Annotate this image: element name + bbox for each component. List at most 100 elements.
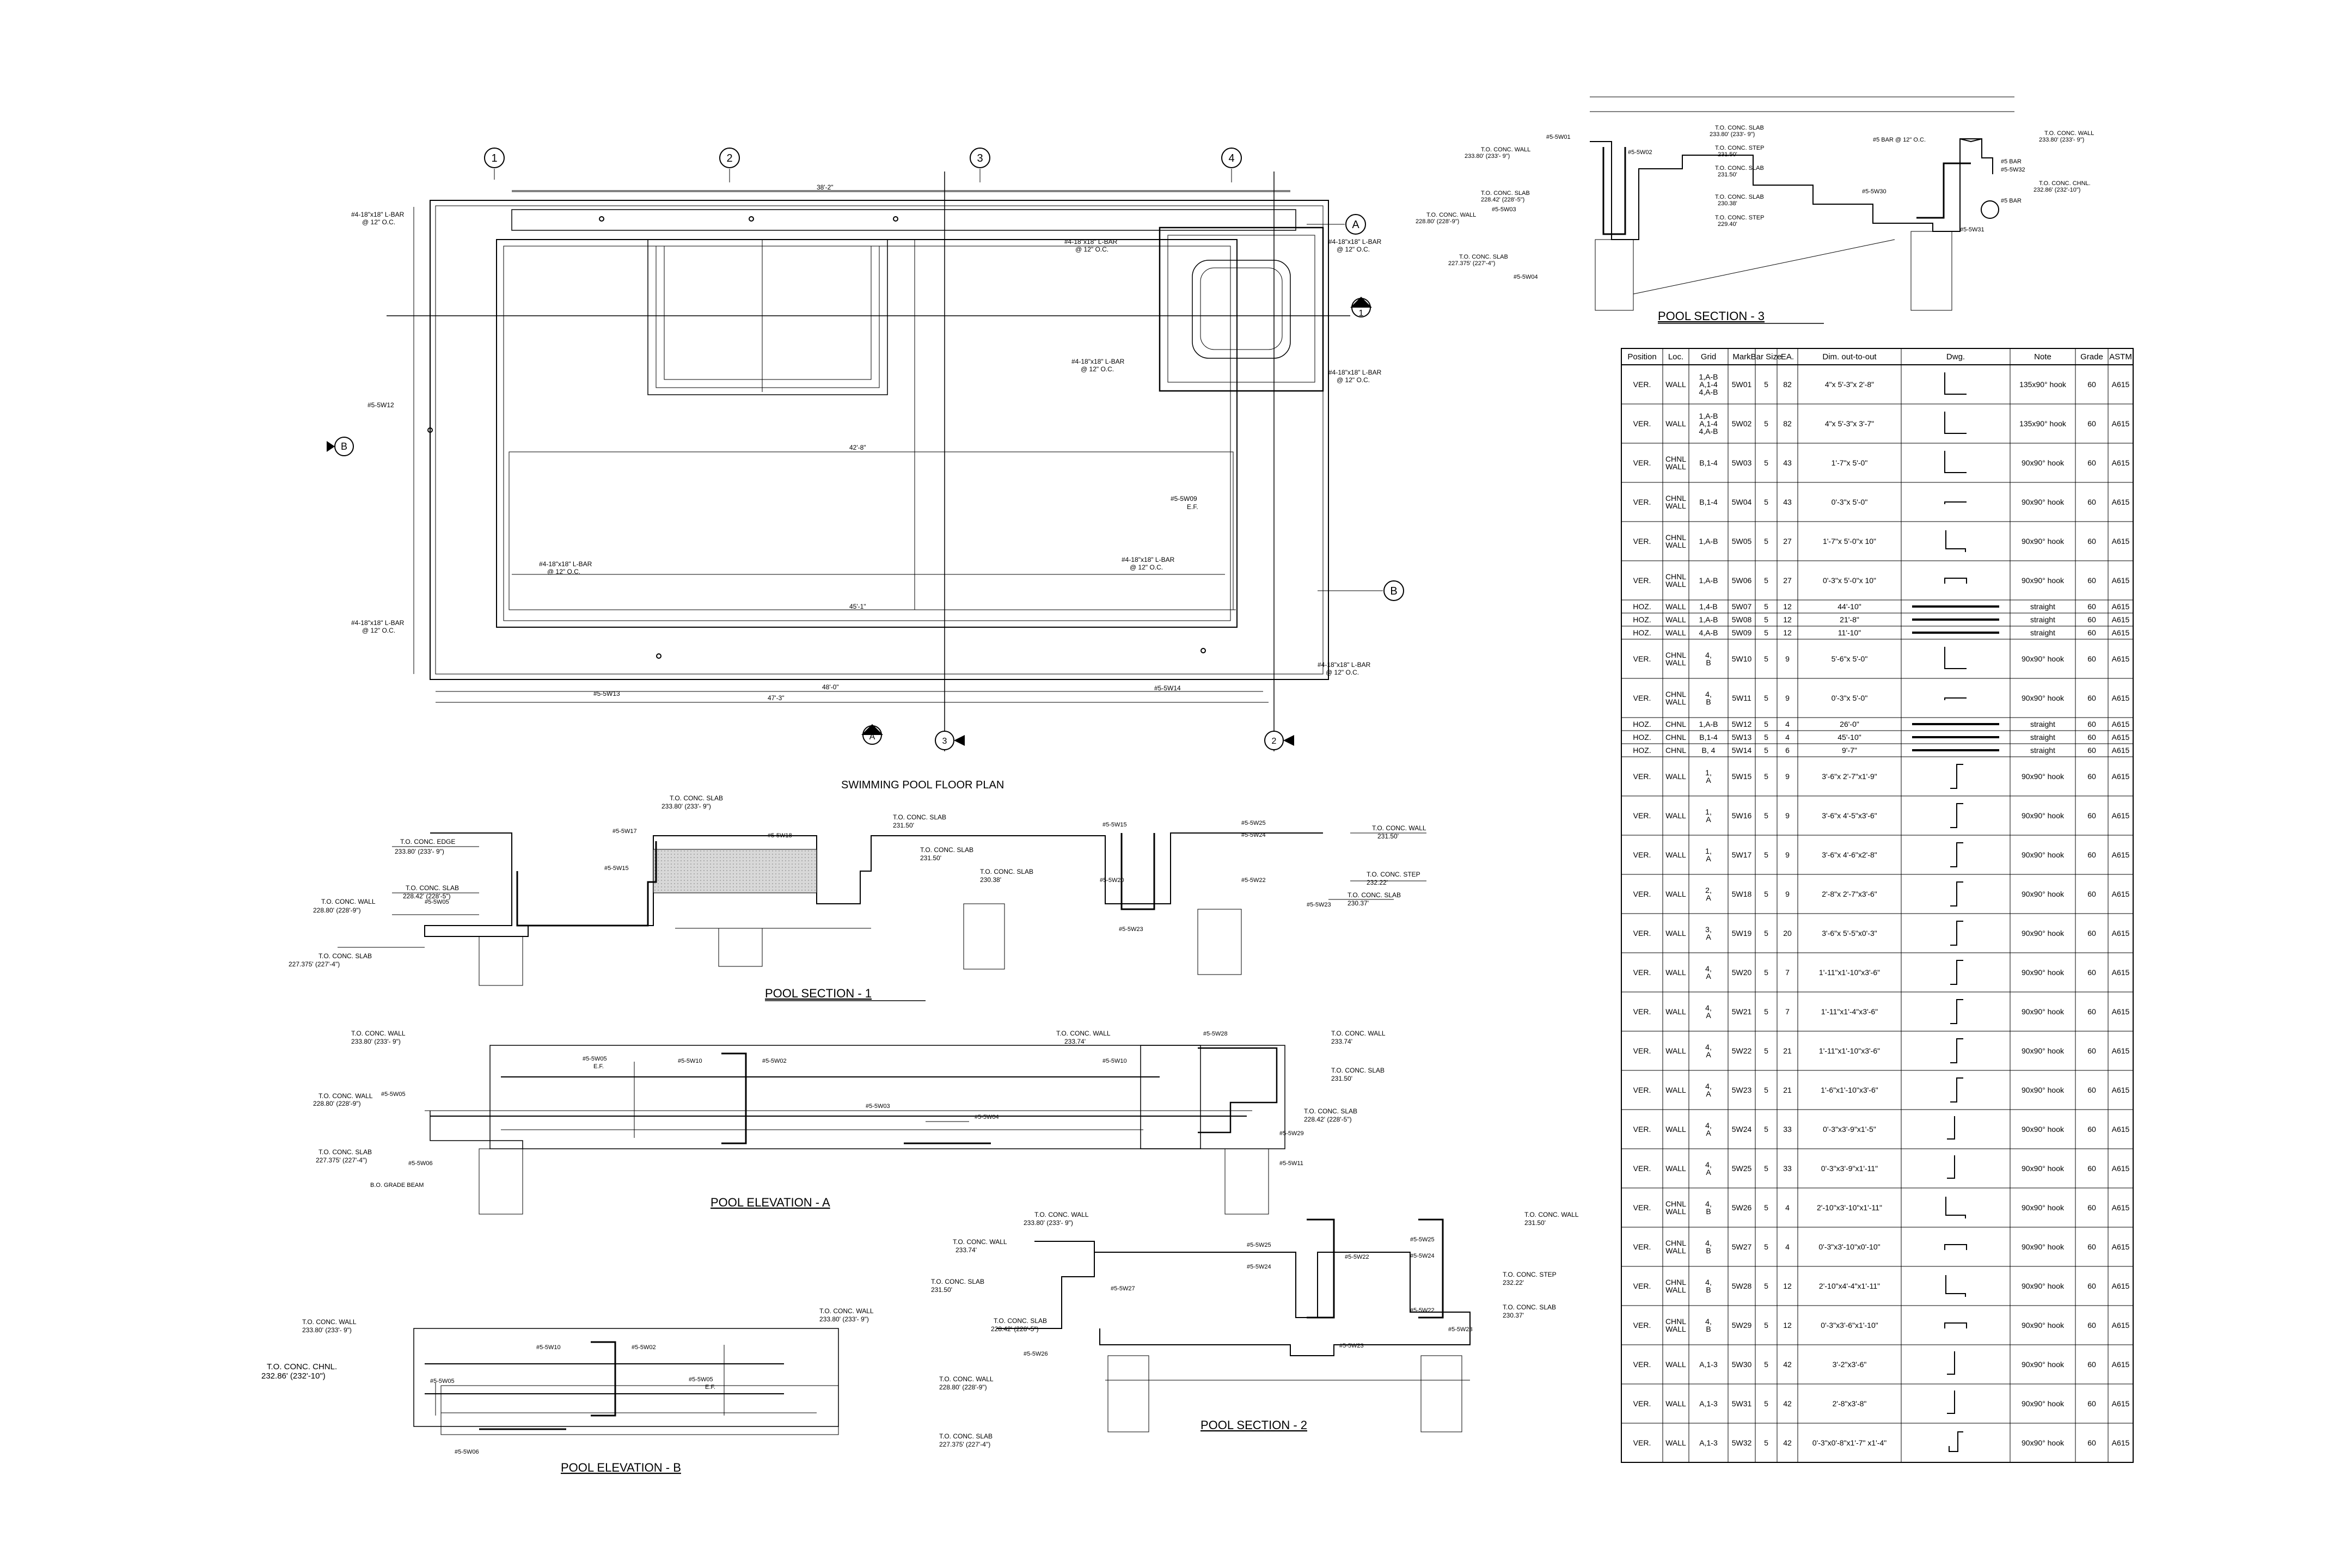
grid-bubble-a[interactable]: A xyxy=(1345,214,1366,235)
table-cell: A615 xyxy=(2112,458,2130,467)
table-cell: 90x90° hook xyxy=(2022,811,2065,820)
section-marker-2[interactable]: 2 xyxy=(1264,731,1294,750)
grid-bubble-b[interactable]: B xyxy=(1383,580,1404,601)
elev-label: T.O. CONC. WALL xyxy=(819,1307,874,1315)
table-cell: WALL xyxy=(1665,929,1686,938)
table-cell: 1'-7"x 5'-0" xyxy=(1832,458,1868,467)
elev-value: 232.86' (232'-10") xyxy=(2033,187,2080,193)
table-cell: 4,A-B xyxy=(1699,427,1718,436)
section-marker-a[interactable]: A xyxy=(861,724,883,745)
table-cell: A615 xyxy=(2112,772,2130,781)
elev-value: 227.375' (227'-4") xyxy=(1448,260,1495,267)
table-cell: 0'-3"x3'-9"x1'-5" xyxy=(1823,1125,1876,1134)
table-header-cell: Position xyxy=(1627,352,1656,362)
table-cell: A615 xyxy=(2112,498,2130,506)
table-cell: HOZ. xyxy=(1633,602,1651,611)
table-cell: 5W21 xyxy=(1732,1007,1752,1016)
elev-label: T.O. CONC. WALL xyxy=(1034,1211,1089,1218)
table-cell: HOZ. xyxy=(1633,720,1651,728)
grid-bubble-4[interactable]: 4 xyxy=(1221,148,1242,168)
grid-bubble-3[interactable]: 3 xyxy=(970,148,990,168)
grid-label: 3 xyxy=(977,152,983,164)
elev-value: 233.80' (233'- 9") xyxy=(1465,153,1510,160)
table-cell: 90x90° hook xyxy=(2022,537,2065,546)
table-cell: A615 xyxy=(2112,1164,2130,1173)
table-cell: 12 xyxy=(1783,1282,1792,1290)
table-cell: 5 xyxy=(1764,720,1768,728)
table-cell: 0'-3"x 5'-0"x 10" xyxy=(1823,576,1876,585)
lbar-note: #4-18"x18" L-BAR xyxy=(351,211,405,218)
table-cell: 2'-10"x3'-10"x1'-11" xyxy=(1817,1203,1882,1212)
table-header-cell: Loc. xyxy=(1668,352,1683,362)
table-cell: A615 xyxy=(2112,1321,2130,1330)
table-cell: A615 xyxy=(2112,850,2130,859)
table-cell: 5 xyxy=(1764,746,1768,755)
table-cell: 90x90° hook xyxy=(2022,850,2065,859)
table-cell: A615 xyxy=(2112,811,2130,820)
table-cell: CHNL xyxy=(1665,1239,1686,1247)
table-cell: straight xyxy=(2030,720,2055,728)
bar-shape-icon xyxy=(1944,372,1967,395)
elev-label: T.O. CONC. CHNL. xyxy=(2039,180,2091,187)
elev-label: T.O. CONC. WALL xyxy=(939,1375,994,1383)
lbar-spacing: @ 12" O.C. xyxy=(362,627,395,634)
table-cell: A615 xyxy=(2112,628,2130,637)
table-cell: 4, xyxy=(1705,651,1712,659)
table-cell: A615 xyxy=(2112,537,2130,546)
table-cell: 45'-10" xyxy=(1837,733,1861,742)
table-cell: 60 xyxy=(2087,1125,2096,1134)
table-cell: WALL xyxy=(1665,1438,1686,1447)
table-cell: WALL xyxy=(1665,1325,1686,1333)
table-cell: 5 xyxy=(1764,498,1768,506)
bar-tag: #5-5W24 xyxy=(1241,832,1266,838)
table-cell: WALL xyxy=(1665,1360,1686,1369)
elev-value: 228.42' (228'-5") xyxy=(1481,197,1524,203)
table-cell: 4, xyxy=(1705,1278,1712,1287)
table-cell: 90x90° hook xyxy=(2022,1360,2065,1369)
table-cell: 1'-11"x1'-10"x3'-6" xyxy=(1819,968,1880,977)
table-cell: VER. xyxy=(1633,890,1651,898)
elev-label: T.O. CONC. SLAB xyxy=(1331,1067,1385,1074)
table-cell: 4, xyxy=(1705,1160,1712,1169)
table-cell: VER. xyxy=(1633,1046,1651,1055)
bar-shape-icon xyxy=(1944,1322,1967,1328)
grid-bubble-2[interactable]: 2 xyxy=(719,148,740,168)
table-cell: 5W25 xyxy=(1732,1164,1752,1173)
table-cell: 27 xyxy=(1783,537,1792,546)
table-cell: 5W27 xyxy=(1732,1242,1752,1251)
bar-tag: #5-5W02 xyxy=(1628,149,1652,156)
bar-tag: #5-5W01 xyxy=(1546,134,1571,140)
table-cell: CHNL xyxy=(1665,494,1686,503)
bar-tag: #5-5W06 xyxy=(455,1449,479,1455)
elev-value: 231.50' xyxy=(931,1286,952,1294)
bar-shape-icon xyxy=(1947,1155,1955,1179)
lbar-spacing: @ 12" O.C. xyxy=(1081,365,1114,373)
elev-value: 227.375' (227'-4") xyxy=(939,1441,990,1448)
table-cell: 60 xyxy=(2087,380,2096,389)
bar-shape-icon xyxy=(1944,451,1967,473)
section-marker-b-left[interactable]: B xyxy=(327,437,354,456)
table-cell: CHNL xyxy=(1665,651,1686,659)
table-cell: B xyxy=(1706,1285,1711,1294)
table-cell: CHNL xyxy=(1665,1278,1686,1287)
table-cell: VER. xyxy=(1633,654,1651,663)
table-cell: 82 xyxy=(1783,380,1792,389)
bar-tag: #5-5W23 xyxy=(1448,1326,1473,1333)
table-cell: 5W02 xyxy=(1732,419,1752,428)
table-cell: 60 xyxy=(2087,1164,2096,1173)
bar-tag: #5-5W27 xyxy=(1111,1285,1135,1292)
section-marker-1[interactable]: 1 xyxy=(1350,297,1372,318)
elev-label: T.O. CONC. STEP xyxy=(1715,145,1764,151)
table-cell: WALL xyxy=(1665,1086,1686,1094)
table-cell: WALL xyxy=(1665,419,1686,428)
table-cell: 0'-3"x3'-9"x1'-11" xyxy=(1821,1164,1878,1173)
section-marker-3[interactable]: 3 xyxy=(935,731,965,750)
bar-tag: #5-5W26 xyxy=(1024,1351,1048,1357)
table-cell: A615 xyxy=(2112,1125,2130,1134)
elev-label: T.O. CONC. SLAB xyxy=(318,1148,372,1156)
table-cell: B xyxy=(1706,658,1711,667)
grid-bubble-1[interactable]: 1 xyxy=(484,148,505,168)
